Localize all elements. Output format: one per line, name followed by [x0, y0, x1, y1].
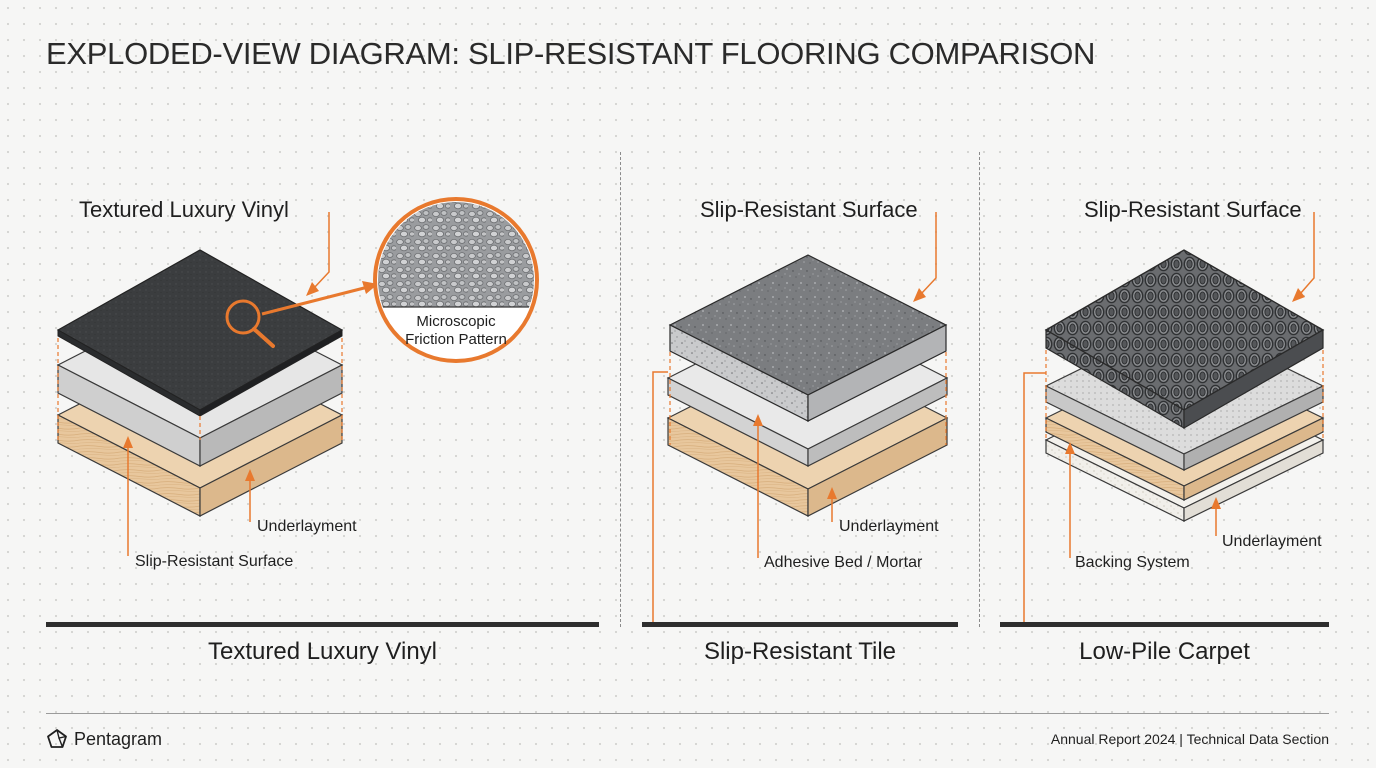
brand-name: Pentagram — [74, 728, 163, 749]
vinyl-surface-label: Slip-Resistant Surface — [135, 553, 294, 570]
panel-baseline — [46, 622, 599, 627]
carpet-wood-right — [1183, 417, 1324, 501]
carpet-pile-right — [1183, 328, 1324, 430]
footer-report-label: Annual Report 2024 | Technical Data Sect… — [1050, 731, 1329, 747]
panel-baseline — [642, 622, 958, 627]
vinyl-top-label: Textured Luxury Vinyl — [79, 197, 289, 222]
footer-brand: Pentagram — [46, 728, 162, 750]
panel-divider — [620, 152, 621, 627]
vinyl-grey-right — [199, 364, 343, 467]
pentagram-logo-icon — [47, 729, 67, 748]
tile-adhesive-label: Adhesive Bed / Mortar — [764, 554, 923, 571]
tile-stack — [666, 254, 949, 517]
microscopic-label-line2: Friction Pattern — [405, 331, 507, 348]
vinyl-wood-right — [199, 414, 343, 517]
panel-baseline — [1000, 622, 1329, 627]
carpet-caption: Low-Pile Carpet — [1079, 638, 1250, 665]
footer-divider — [46, 713, 1329, 714]
microscopic-callout — [373, 197, 539, 363]
carpet-top-label: Slip-Resistant Surface — [1084, 197, 1302, 222]
tile-caption: Slip-Resistant Tile — [703, 638, 897, 665]
tile-top-label: Slip-Resistant Surface — [700, 197, 918, 222]
microscopic-label-line1: Microscopic — [416, 313, 496, 330]
carpet-backing-label: Backing System — [1075, 554, 1190, 571]
carpet-foam-right — [1183, 439, 1324, 522]
carpet-stack — [1044, 249, 1325, 522]
vinyl-stack — [56, 249, 344, 517]
vinyl-caption: Textured Luxury Vinyl — [207, 638, 437, 665]
vinyl-underlayment-label: Underlayment — [257, 518, 357, 535]
vinyl-top-right — [199, 329, 343, 417]
tile-top-right — [807, 324, 947, 422]
magnifier-icon — [225, 299, 275, 348]
carpet-underlayment-label: Underlayment — [1222, 533, 1322, 550]
tile-grey-right — [807, 377, 948, 467]
page-title: EXPLODED-VIEW DIAGRAM: SLIP-RESISTANT FL… — [46, 36, 1096, 71]
panel-divider — [979, 152, 980, 627]
tile-wood-right — [807, 417, 948, 517]
tile-underlayment-label: Underlayment — [839, 518, 939, 535]
